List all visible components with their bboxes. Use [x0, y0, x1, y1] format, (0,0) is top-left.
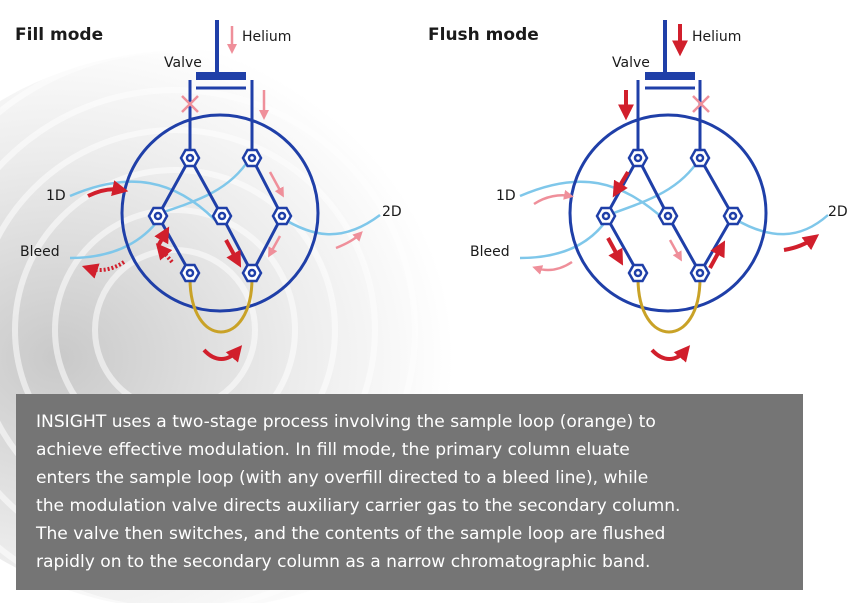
first-dim-arrow	[533, 189, 574, 206]
second-dim-label: 2D	[382, 204, 402, 220]
caption-box: INSIGHT uses a two-stage process involvi…	[16, 394, 803, 590]
sample-loop	[636, 277, 702, 334]
first-dim-capillary	[519, 180, 666, 221]
ports	[595, 148, 744, 283]
blocked-path-icon	[181, 95, 199, 113]
valve-body-circle	[120, 113, 320, 313]
bleed-label: Bleed	[20, 244, 60, 260]
fill-mode-title: Fill mode	[15, 25, 104, 45]
first-dim-arrow	[87, 180, 129, 198]
helium-label: Helium	[692, 29, 741, 45]
bleed-label: Bleed	[470, 244, 510, 260]
flush-mode-title: Flush mode	[428, 25, 539, 45]
sample-loop	[188, 277, 254, 334]
loop-arrow	[202, 345, 243, 363]
valve-block	[196, 72, 246, 80]
second-dim-label: 2D	[828, 204, 848, 220]
first-dim-label: 1D	[46, 188, 66, 204]
second-dim-capillary	[732, 214, 829, 236]
first-dim-capillary	[69, 180, 216, 221]
second-dim-arrow	[783, 234, 820, 252]
second-dim-arrow	[335, 231, 363, 250]
valve-label: Valve	[612, 55, 650, 71]
second-dim-capillary	[281, 213, 381, 236]
valve-body-circle	[568, 113, 768, 313]
loop-arrow	[650, 345, 691, 363]
ports	[147, 148, 293, 283]
valve-label: Valve	[164, 55, 202, 71]
valve-block	[645, 72, 695, 80]
bleed-arrow	[532, 260, 573, 275]
caption-text: INSIGHT uses a two-stage process involvi…	[36, 412, 681, 572]
blocked-path-icon	[692, 95, 710, 113]
bleed-capillary	[519, 217, 610, 260]
bleed-capillary	[69, 217, 162, 260]
helium-label: Helium	[242, 29, 291, 45]
first-dim-label: 1D	[496, 188, 516, 204]
